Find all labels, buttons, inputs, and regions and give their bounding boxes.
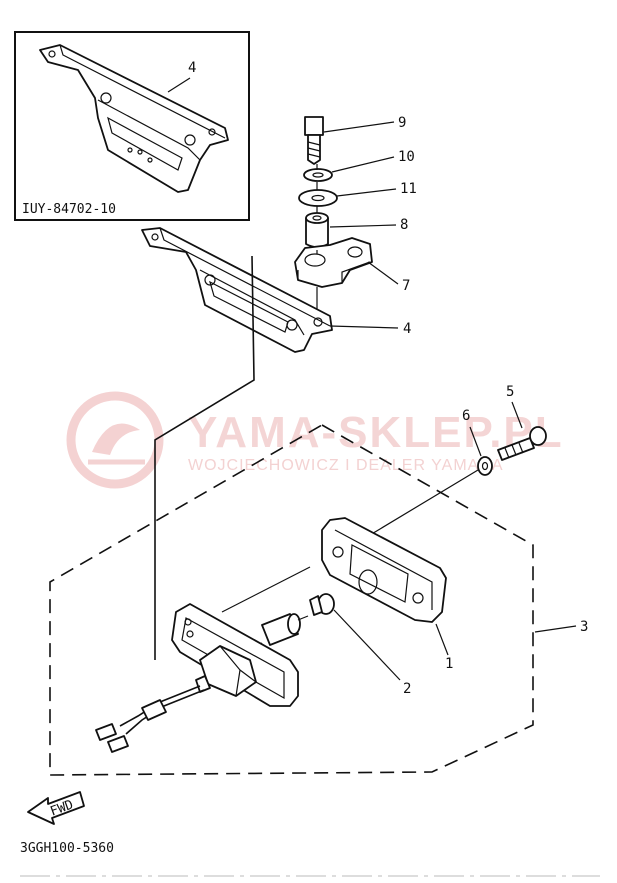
diagram-code: 3GGH100-5360 — [20, 841, 114, 856]
watermark-logo-icon — [66, 391, 164, 489]
inset-box: 4 IUY-84702-10 — [14, 31, 250, 221]
inset-code: IUY-84702-10 — [22, 202, 116, 217]
collar-8 — [305, 212, 329, 248]
callout-5: 5 — [506, 384, 514, 400]
callout-9: 9 — [398, 115, 406, 131]
stay-7 — [294, 237, 373, 288]
callout-inset-4: 4 — [188, 60, 196, 76]
callout-2: 1 — [445, 656, 453, 672]
fwd-label: FWD — [48, 797, 75, 819]
screw-5 — [497, 426, 547, 461]
bracket-4 — [141, 227, 333, 353]
watermark-subtitle: WOJCIECHOWICZ I DEALER YAMAHA — [188, 457, 504, 474]
callout-7: 7 — [402, 278, 410, 294]
washer-11 — [298, 189, 338, 207]
bulb-socket — [261, 613, 309, 646]
bolt-9 — [304, 116, 324, 165]
callout-11: 11 — [400, 181, 417, 197]
callout-8: 8 — [400, 217, 408, 233]
lamp-housing — [171, 603, 299, 707]
lens-2 — [321, 517, 447, 623]
washer-6 — [477, 456, 493, 476]
assembly-outline — [49, 424, 534, 776]
callout-4: 4 — [403, 321, 411, 337]
lamp-wires — [95, 675, 211, 753]
callout-6: 6 — [462, 408, 470, 424]
callout-3: 2 — [403, 681, 411, 697]
bulb-3 — [309, 593, 335, 616]
callout-10: 10 — [398, 149, 415, 165]
fwd-arrow-icon: FWD — [27, 791, 85, 825]
washer-10 — [303, 168, 333, 182]
callout-1: 3 — [580, 619, 588, 635]
